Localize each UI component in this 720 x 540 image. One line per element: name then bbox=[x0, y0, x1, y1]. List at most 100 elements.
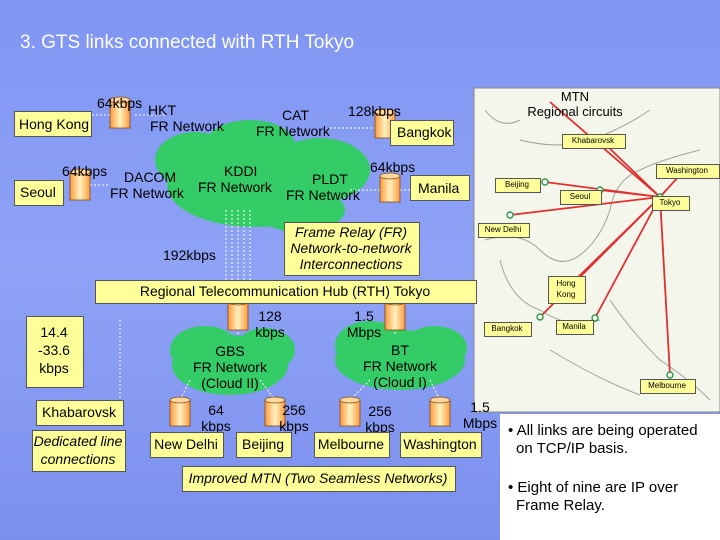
frame-relay-line-3: Interconnections bbox=[299, 256, 403, 272]
map-tokyo-box bbox=[652, 196, 690, 211]
map-circuits bbox=[509, 101, 681, 376]
bt-cloud bbox=[335, 321, 467, 390]
dedicated-line-2: connections bbox=[40, 451, 116, 467]
bullet-2-line-1: • Eight of nine are IP over bbox=[508, 479, 679, 496]
map-bangkok-label: Bangkok bbox=[491, 324, 523, 333]
cylinder-beijing bbox=[264, 396, 286, 427]
gbs-label-1: GBS bbox=[215, 343, 245, 359]
bangkok-box bbox=[390, 120, 454, 146]
bullet-2-line-2: Frame Relay. bbox=[516, 497, 605, 514]
map-seoul-label: Seoul bbox=[569, 192, 591, 201]
map-hongkong-label-2: Kong bbox=[556, 290, 576, 299]
hkt-label-2: FR Network bbox=[150, 118, 224, 134]
map-khabarovsk-label: Khabarovsk bbox=[571, 136, 615, 145]
rth-tokyo-box bbox=[95, 280, 477, 304]
bandwidth-washington-1: 1.5 bbox=[470, 399, 490, 415]
map-khabarovsk-box bbox=[562, 134, 626, 149]
bandwidth-hk: 64kbps bbox=[97, 95, 143, 111]
newdelhi-box bbox=[150, 432, 224, 458]
dacom-label-2: FR Network bbox=[110, 185, 184, 201]
bandwidth-manila: 64kbps bbox=[370, 159, 416, 175]
bandwidth-newdelhi-2: kbps bbox=[201, 418, 231, 434]
bandwidth-melbourne-2: kbps bbox=[365, 419, 395, 435]
dedicated-line-1: Dedicated line bbox=[33, 433, 123, 449]
bt-label-1: BT bbox=[391, 342, 409, 358]
map-newdelhi-box bbox=[478, 223, 530, 238]
bandwidth-bt-1: 1.5 bbox=[354, 308, 374, 324]
bandwidth-left-2: -33.6 bbox=[38, 342, 70, 358]
dedicated-box bbox=[32, 430, 126, 472]
map-melbourne-label: Melbourne bbox=[648, 381, 686, 390]
map-manila-box bbox=[556, 320, 594, 335]
melbourne-label: Melbourne bbox=[317, 436, 385, 452]
map-washington-label: Washington bbox=[666, 166, 708, 175]
bt-label-2: FR Network bbox=[363, 358, 437, 374]
cylinder-bangkok bbox=[374, 108, 396, 139]
pldt-label-2: FR Network bbox=[286, 187, 360, 203]
cylinder-washington bbox=[429, 396, 451, 427]
seoul-box bbox=[14, 180, 64, 206]
rth-tokyo-label: Regional Telecommunication Hub (RTH) Tok… bbox=[139, 283, 431, 299]
cat-label-2: FR Network bbox=[256, 123, 330, 139]
map-seoul-box bbox=[560, 190, 602, 205]
gbs-cloud bbox=[170, 326, 295, 395]
seoul-label: Seoul bbox=[20, 184, 56, 200]
bandwidth-beijing-2: kbps bbox=[279, 418, 309, 434]
bullet-1-line-2: on TCP/IP basis. bbox=[516, 440, 629, 457]
bandwidth-melbourne-1: 256 bbox=[368, 403, 392, 419]
kddi-cloud bbox=[155, 120, 370, 232]
hong-kong-label: Hong Kong bbox=[19, 116, 90, 132]
bangkok-label: Bangkok bbox=[397, 124, 452, 140]
bandwidth-beijing-1: 256 bbox=[282, 402, 306, 418]
hong-kong-box bbox=[14, 111, 92, 137]
bandwidth-box-left bbox=[26, 316, 84, 388]
beijing-box bbox=[236, 432, 292, 458]
hkt-label-1: HKT bbox=[148, 102, 176, 118]
bandwidth-gbs-2: kbps bbox=[255, 324, 285, 340]
melbourne-box bbox=[314, 432, 390, 458]
frame-relay-line-1: Frame Relay (FR) bbox=[294, 224, 407, 240]
washington-label: Washington bbox=[403, 436, 477, 452]
improved-mtn-box bbox=[182, 466, 456, 492]
cylinder-hongkong bbox=[109, 96, 131, 129]
manila-label: Manila bbox=[418, 180, 460, 196]
bandwidth-bangkok: 128kbps bbox=[348, 103, 401, 119]
khabarovsk-box bbox=[36, 400, 124, 426]
map-bangkok-box bbox=[484, 322, 532, 337]
cylinder-melbourne bbox=[339, 396, 361, 427]
bandwidth-seoul: 64kbps bbox=[62, 163, 108, 179]
khabarovsk-label: Khabarovsk bbox=[42, 404, 116, 420]
map-title-1: MTN bbox=[560, 89, 590, 104]
kddi-label-2: FR Network bbox=[198, 179, 272, 195]
bandwidth-left-3: kbps bbox=[39, 360, 69, 376]
dacom-label-1: DACOM bbox=[124, 169, 177, 185]
bandwidth-rth: 192kbps bbox=[163, 247, 216, 263]
bandwidth-gbs-1: 128 bbox=[258, 308, 282, 324]
map-title-2: Regional circuits bbox=[527, 104, 623, 119]
beijing-label: Beijing bbox=[241, 436, 285, 452]
server-cylinders bbox=[69, 96, 451, 427]
newdelhi-label: New Delhi bbox=[154, 436, 218, 452]
bandwidth-bt-2: Mbps bbox=[346, 324, 382, 340]
bt-label-3: (Cloud I) bbox=[373, 374, 427, 390]
bandwidth-washington-2: Mbps bbox=[462, 415, 498, 431]
map-beijing-box bbox=[495, 178, 541, 193]
map-beijing-label: Beijing bbox=[504, 180, 529, 189]
map-hongkong-box bbox=[548, 276, 586, 304]
improved-mtn-label: Improved MTN (Two Seamless Networks) bbox=[188, 470, 448, 486]
bullet-1-line-1: • All links are being operated bbox=[508, 422, 698, 439]
cat-label-1: CAT bbox=[282, 107, 309, 123]
map-tokyo-label: Tokyo bbox=[659, 198, 681, 207]
washington-box bbox=[400, 432, 482, 458]
map-manila-label: Manila bbox=[562, 322, 586, 331]
bullets-panel bbox=[500, 414, 720, 540]
cylinder-manila bbox=[379, 172, 401, 203]
map-melbourne-box bbox=[640, 379, 696, 394]
bandwidth-newdelhi-1: 64 bbox=[208, 402, 224, 418]
pldt-label-1: PLDT bbox=[312, 171, 348, 187]
gbs-label-2: FR Network bbox=[193, 359, 267, 375]
manila-box bbox=[410, 175, 470, 201]
map-hongkong-label-1: Hong bbox=[556, 279, 576, 288]
bandwidth-left-1: 14.4 bbox=[40, 324, 68, 340]
